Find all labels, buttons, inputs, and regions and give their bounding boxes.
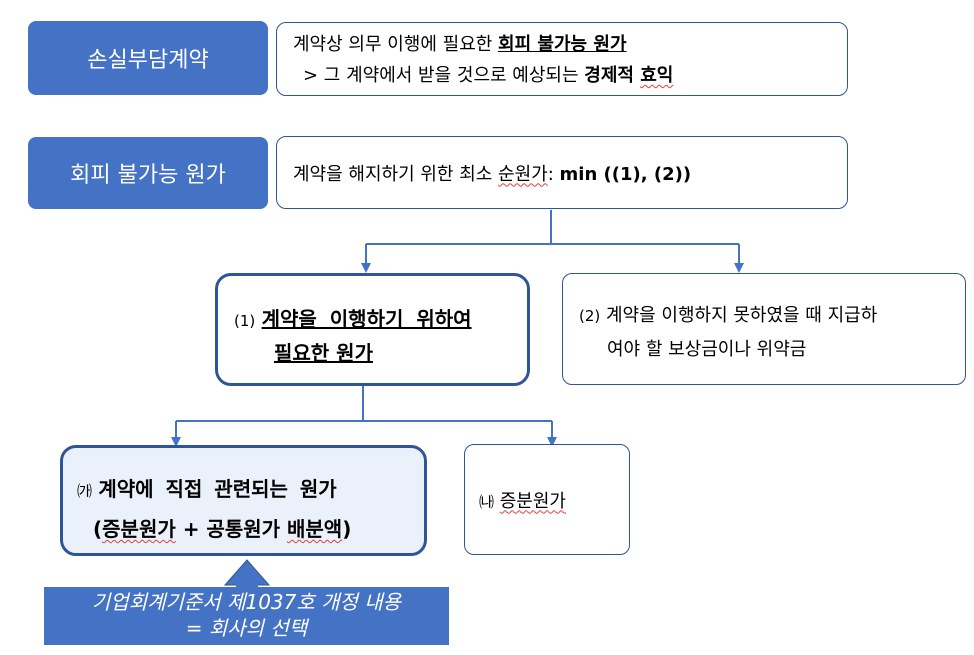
min-formula: min ((1), (2)) bbox=[559, 163, 692, 185]
unavoidable-cost-definition-box: 계약을 해지하기 위한 최소 순원가: min ((1), (2)) bbox=[276, 136, 848, 209]
box-penalty: (2) 계약을 이행하지 못하였을 때 지급하 여야 할 보상금이나 위약금 bbox=[562, 273, 966, 385]
box2-line-2: 여야 할 보상금이나 위약금 bbox=[607, 339, 807, 360]
amendment-note-line-1: 기업회계기준서 제1037호 개정 내용 bbox=[91, 590, 402, 614]
unavoidable-cost-definition-text: 계약을 해지하기 위한 최소 순원가: min ((1), (2)) bbox=[293, 163, 692, 185]
unavoidable-cost-label: 회피 불가능 원가 bbox=[28, 137, 268, 209]
box-directly-related-cost: ㈎ 계약에 직접 관련되는 원가 (증분원가 + 공통원가 배분액) bbox=[60, 445, 427, 556]
amendment-note-line-2: = 회사의 선택 bbox=[185, 616, 308, 640]
definition-line-1: 계약상 의무 이행에 필요한 회피 불가능 원가 bbox=[293, 34, 627, 55]
box-ga-line-1: ㈎ 계약에 직접 관련되는 원가 bbox=[77, 477, 337, 501]
box1-line-2: 필요한 원가 bbox=[274, 341, 373, 365]
onerous-contract-definition-box: 계약상 의무 이행에 필요한 회피 불가능 원가 > 그 계약에서 받을 것으로… bbox=[276, 22, 848, 96]
box-incremental-cost: ㈏ 증분원가 bbox=[464, 444, 630, 555]
box-cost-to-fulfil: (1) 계약을 이행하기 위하여 필요한 원가 bbox=[215, 273, 530, 386]
box-ga-line-2: (증분원가 + 공통원가 배분액) bbox=[93, 517, 352, 541]
box-na-text: ㈏ 증분원가 bbox=[479, 490, 566, 512]
box2-line-1: (2) 계약을 이행하지 못하였을 때 지급하 bbox=[579, 305, 878, 326]
amendment-note: 기업회계기준서 제1037호 개정 내용 = 회사의 선택 bbox=[44, 587, 449, 645]
onerous-contract-label: 손실부담계약 bbox=[28, 21, 268, 95]
unavoidable-cost-label-text: 회피 불가능 원가 bbox=[70, 163, 226, 188]
unavoidable-cost-term: 회피 불가능 원가 bbox=[498, 34, 627, 55]
onerous-contract-label-text: 손실부담계약 bbox=[87, 48, 209, 73]
box1-line-1: (1) 계약을 이행하기 위하여 bbox=[234, 307, 472, 331]
definition-line-2: > 그 계약에서 받을 것으로 예상되는 경제적 효익 bbox=[303, 65, 674, 86]
